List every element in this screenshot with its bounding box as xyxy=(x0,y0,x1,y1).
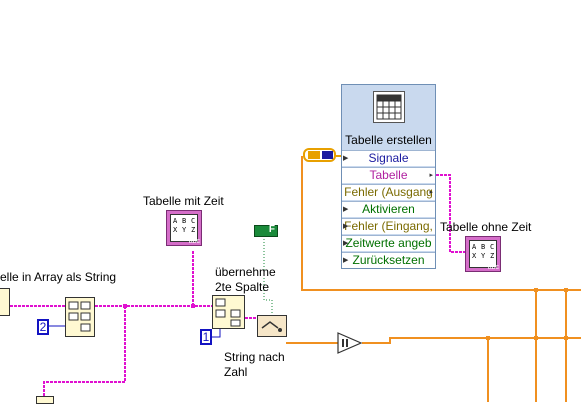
express-terminal-row[interactable]: ▶Zurücksetzen xyxy=(342,252,435,268)
partial-function-node[interactable] xyxy=(0,288,10,316)
terminal-label: Tabelle xyxy=(369,168,408,182)
array-subset-node[interactable] xyxy=(212,295,245,329)
bool-false-constant[interactable]: F xyxy=(254,224,278,237)
express-terminal-row[interactable]: ▶ Signale xyxy=(342,150,435,166)
take-second-column-label-2: 2te Spalte xyxy=(215,280,270,294)
partial-bottom-node[interactable] xyxy=(36,396,54,404)
terminal-expand-icon: ▸ xyxy=(429,172,433,179)
terminal-arrow-icon: ▶ xyxy=(343,223,349,230)
terminal-expand-icon: ▸ xyxy=(429,189,433,196)
number-wire[interactable] xyxy=(286,156,581,402)
express-vi-title: Tabelle erstellen xyxy=(345,133,432,147)
table-without-time-label: Tabelle ohne Zeit xyxy=(440,220,532,234)
terminal-label: Aktivieren xyxy=(362,202,415,216)
index-constant-b[interactable]: 1 xyxy=(200,329,212,345)
string-to-number-label-1: String nach xyxy=(224,350,285,364)
to-double-node[interactable] xyxy=(337,332,363,354)
express-vi-header: Tabelle erstellen xyxy=(342,85,435,149)
index-array-node[interactable] xyxy=(65,297,95,337)
terminal-label: Zeitwerte angeb xyxy=(345,236,432,250)
express-terminal-row[interactable]: ▶Fehler (Eingang, xyxy=(342,218,435,234)
terminal-label: Fehler (Eingang, xyxy=(344,219,433,233)
express-terminal-row[interactable]: Tabelle ▸ xyxy=(342,167,435,183)
terminal-label: Signale xyxy=(368,151,409,165)
terminal-arrow-icon: ▶ xyxy=(343,206,349,213)
take-second-column-label-1: übernehme xyxy=(215,265,276,279)
dynamic-data-terminal[interactable] xyxy=(303,148,336,162)
express-terminal-row[interactable]: ▶Zeitwerte angeb xyxy=(342,235,435,251)
string-to-number-node[interactable] xyxy=(257,315,287,337)
terminal-label: Zurücksetzen xyxy=(352,253,425,267)
table-grid-icon xyxy=(373,91,405,123)
table-to-array-label: elle in Array als String xyxy=(0,270,117,284)
express-terminal-row[interactable]: Fehler (Ausgang▸ xyxy=(342,184,435,200)
terminal-arrow-icon: ▶ xyxy=(343,257,349,264)
table-with-time-label: Tabelle mit Zeit xyxy=(143,194,224,208)
string-to-number-label-2: Zahl xyxy=(224,365,248,379)
terminal-label: Fehler (Ausgang xyxy=(344,185,433,199)
string-wire[interactable] xyxy=(10,174,466,400)
express-terminal-row[interactable]: ▶ Aktivieren xyxy=(342,201,435,217)
terminal-arrow-icon: ▶ xyxy=(343,155,349,162)
index-constant-a[interactable]: 2 xyxy=(37,319,49,335)
terminal-arrow-icon: ▶ xyxy=(343,240,349,247)
